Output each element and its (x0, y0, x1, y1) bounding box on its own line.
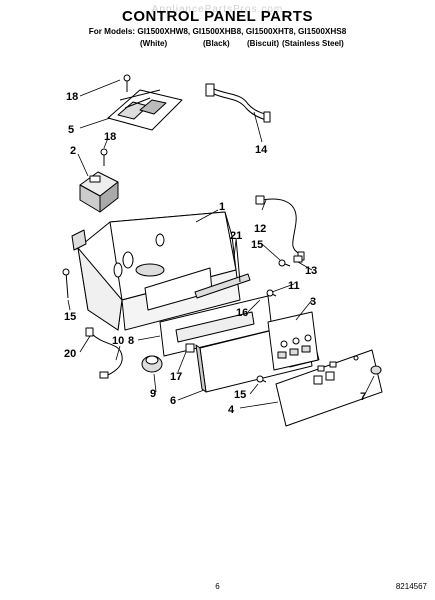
knob-7 (370, 365, 382, 375)
switch-board (267, 311, 319, 371)
rail-21 (194, 237, 251, 299)
callout-15-upper: 15 (251, 239, 263, 251)
callout-14: 14 (255, 144, 268, 156)
screw-11 (266, 289, 277, 297)
callout-1: 1 (219, 201, 225, 213)
callout-10: 10 (112, 335, 124, 347)
callout-5: 5 (68, 124, 74, 136)
callout-13: 13 (305, 265, 317, 277)
callout-4: 4 (228, 404, 235, 416)
callout-15-left: 15 (64, 311, 76, 323)
screw-15-left (62, 268, 70, 299)
variant-black: (Black) (203, 39, 230, 48)
leader-lines (67, 79, 375, 409)
models-line: For Models: GI1500XHW8, GI1500XHB8, GI15… (88, 27, 347, 36)
callout-9: 9 (150, 388, 156, 400)
callout-18-top: 18 (66, 91, 78, 103)
callout-12: 12 (254, 223, 266, 235)
variant-stainless: (Stainless Steel) (282, 39, 344, 48)
callout-8: 8 (128, 335, 134, 347)
touch-panel-4 (275, 349, 383, 427)
knob-9 (141, 355, 163, 373)
callout-6: 6 (170, 395, 176, 407)
callout-7: 7 (360, 391, 366, 403)
variant-white: (White) (140, 39, 168, 48)
callout-2: 2 (70, 145, 76, 157)
callout-17: 17 (170, 371, 182, 383)
screw-15-upper (278, 259, 291, 267)
page-number: 6 (215, 582, 220, 591)
callout-16: 16 (236, 307, 248, 319)
callout-3: 3 (310, 296, 316, 308)
transformer (79, 171, 119, 213)
screw-lower (100, 148, 108, 166)
control-board (107, 89, 183, 131)
control-housing (71, 211, 241, 331)
callout-20: 20 (64, 348, 76, 360)
callout-15-lower: 15 (234, 389, 246, 401)
callout-18-lower: 18 (104, 131, 116, 143)
wire-harness-14 (205, 83, 271, 123)
screw-top (123, 74, 131, 92)
variant-biscuit: (Biscuit) (247, 39, 279, 48)
clip-17 (185, 343, 195, 353)
screw-15-lower (256, 375, 267, 383)
connector-13 (293, 255, 303, 263)
callout-21: 21 (230, 230, 242, 242)
document-code: 8214567 (395, 582, 427, 591)
callout-11: 11 (288, 280, 300, 292)
watermark: AppliancePartsPros.com (151, 4, 284, 15)
page-title: CONTROL PANEL PARTS (122, 8, 313, 25)
wire-20 (85, 327, 123, 379)
